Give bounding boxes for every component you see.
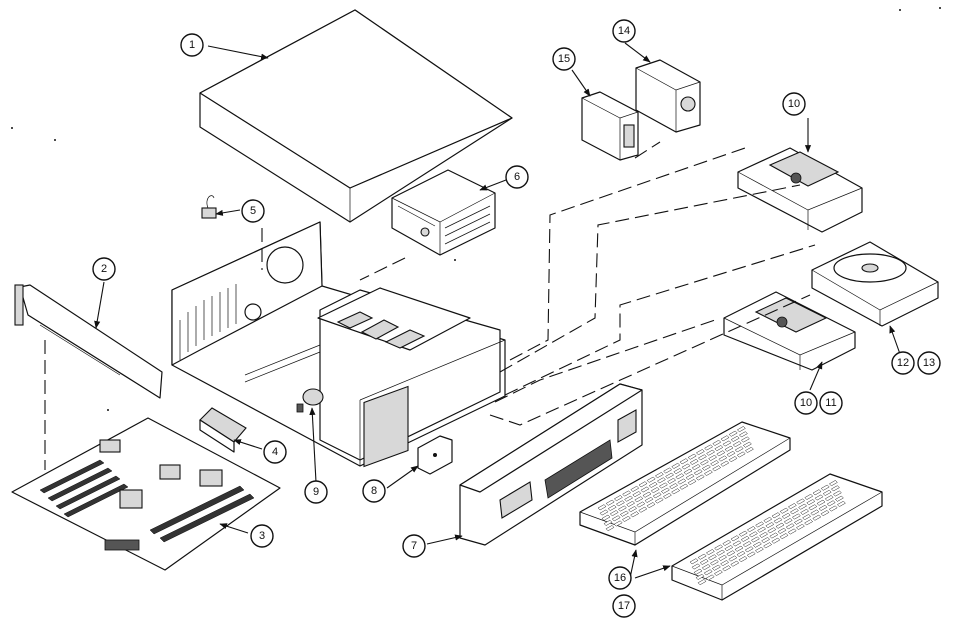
callout-2: 2: [92, 257, 116, 281]
top-cover: [199, 9, 513, 223]
drive-bracket: [581, 91, 639, 161]
callout-5: 5: [241, 199, 265, 223]
floppy-drive-lower: [723, 291, 856, 371]
power-supply: [391, 169, 496, 256]
callout-14: 14: [612, 19, 636, 43]
callout-10-upper: 10: [782, 92, 806, 116]
callout-16: 16: [608, 566, 632, 590]
callout-15: 15: [552, 47, 576, 71]
svg-text:10: 10: [800, 397, 812, 409]
memory-module: [199, 407, 247, 453]
svg-text:12: 12: [897, 357, 909, 369]
svg-text:7: 7: [411, 540, 417, 552]
callout-13: 13: [917, 351, 941, 375]
expansion-card: [14, 284, 163, 399]
front-bezel: [459, 383, 643, 546]
svg-text:13: 13: [923, 357, 935, 369]
drive-cage: [635, 59, 701, 133]
svg-text:6: 6: [514, 171, 520, 183]
callout-3: 3: [250, 524, 274, 548]
specks: [11, 7, 941, 411]
svg-text:14: 14: [618, 25, 630, 37]
chassis: [171, 221, 506, 468]
svg-text:17: 17: [618, 600, 630, 612]
keyboard-rear: [671, 473, 883, 601]
assembly-lines: [44, 141, 816, 470]
callout-17: 17: [612, 594, 636, 618]
svg-text:8: 8: [371, 485, 377, 497]
svg-text:11: 11: [825, 397, 836, 409]
callout-1: 1: [180, 33, 204, 57]
floppy-drive-upper: [737, 147, 863, 233]
svg-text:9: 9: [313, 486, 319, 498]
front-bracket: [417, 435, 453, 475]
leader-lines: [94, 42, 901, 579]
svg-text:5: 5: [250, 205, 256, 217]
svg-text:2: 2: [101, 263, 107, 275]
svg-text:16: 16: [614, 572, 626, 584]
callout-10-lower: 10: [794, 391, 818, 415]
callout-4: 4: [263, 440, 287, 464]
svg-text:15: 15: [558, 53, 570, 65]
power-switch: [201, 195, 217, 219]
svg-text:10: 10: [788, 98, 800, 110]
keyboard-front: [579, 421, 791, 546]
callout-6: 6: [505, 165, 529, 189]
svg-text:1: 1: [189, 39, 195, 51]
callout-11: 11: [819, 391, 843, 415]
callouts: 1 2 3 4 5 6 7 8 9 10 10 11 12 13 14 15 1…: [92, 19, 941, 618]
hard-drive: [811, 241, 939, 327]
svg-text:4: 4: [272, 446, 278, 458]
callout-8: 8: [362, 479, 386, 503]
callout-7: 7: [402, 534, 426, 558]
callout-12: 12: [891, 351, 915, 375]
svg-text:3: 3: [259, 530, 265, 542]
speaker: [296, 388, 324, 413]
motherboard: [11, 417, 281, 571]
callout-9: 9: [304, 480, 328, 504]
